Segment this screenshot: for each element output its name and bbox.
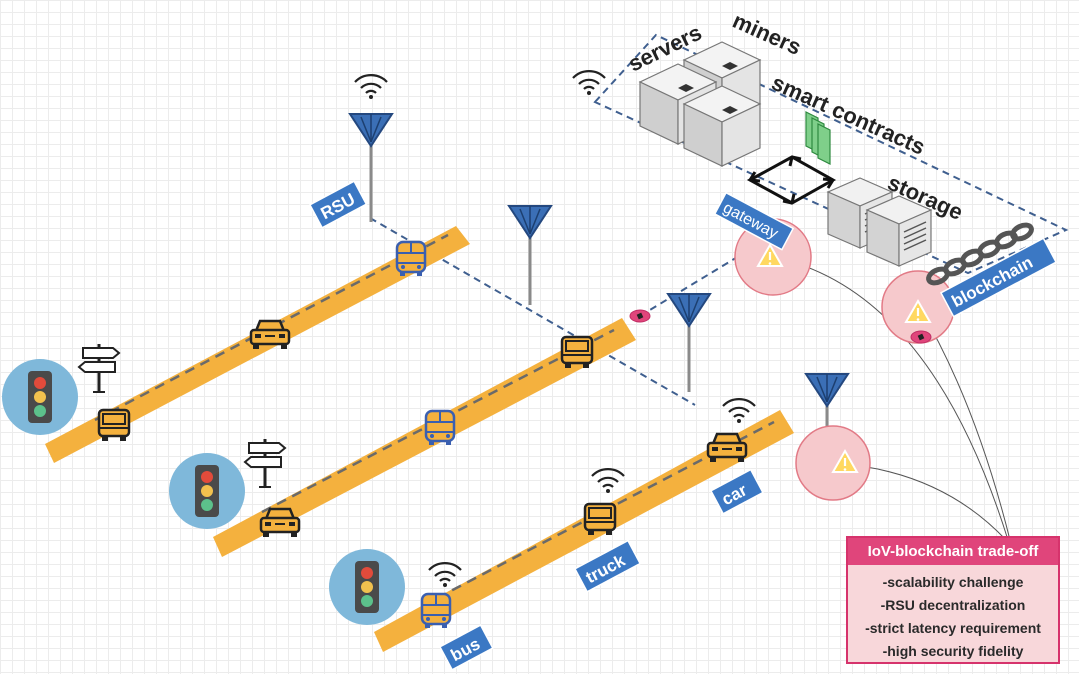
tag-car: car	[709, 468, 764, 515]
traffic-light-icon	[2, 359, 78, 435]
tag-bus: bus	[438, 624, 494, 671]
tradeoff-list: -scalability challenge -RSU decentraliza…	[848, 571, 1058, 663]
signpost-icon	[77, 342, 121, 394]
wifi-icon	[721, 397, 757, 425]
tradeoff-item: -RSU decentralization	[880, 597, 1026, 613]
wifi-icon	[571, 69, 607, 97]
servers-miners-cubes	[639, 41, 761, 167]
traffic-light-icon	[169, 453, 245, 529]
bus-icon	[424, 409, 456, 447]
antenna-2	[508, 205, 552, 305]
tradeoff-item: -scalability challenge	[882, 574, 1024, 590]
antenna-1	[349, 73, 393, 222]
chain-link-icon	[926, 222, 1034, 286]
lock-icon	[910, 330, 932, 344]
smart-contracts-label: smart contracts	[768, 70, 929, 160]
signpost-icon	[243, 437, 287, 489]
smart-contracts-icon	[805, 111, 831, 165]
tag-truck: truck	[573, 539, 642, 593]
wifi-icon	[353, 73, 389, 101]
tag-rsu: RSU	[308, 180, 368, 229]
antenna-3	[667, 293, 711, 392]
lock-icon	[629, 309, 651, 323]
exchange-arrows-icon	[746, 155, 837, 205]
tradeoff-item: -high security fidelity	[882, 643, 1024, 659]
traffic-light-icon	[329, 549, 405, 625]
bus-icon	[420, 592, 452, 630]
bus-icon	[395, 240, 427, 278]
road-middle	[213, 318, 636, 557]
truck-icon	[97, 408, 131, 443]
tradeoff-title: IoV-blockchain trade-off	[848, 538, 1058, 565]
alert-antenna	[795, 425, 871, 501]
truck-icon	[560, 335, 594, 370]
tradeoff-item: -strict latency requirement	[865, 620, 1041, 636]
truck-icon	[583, 502, 617, 537]
wifi-icon	[590, 467, 626, 495]
wifi-icon	[427, 561, 463, 589]
tradeoff-box: IoV-blockchain trade-off -scalability ch…	[846, 536, 1060, 664]
vehicles	[97, 240, 757, 630]
